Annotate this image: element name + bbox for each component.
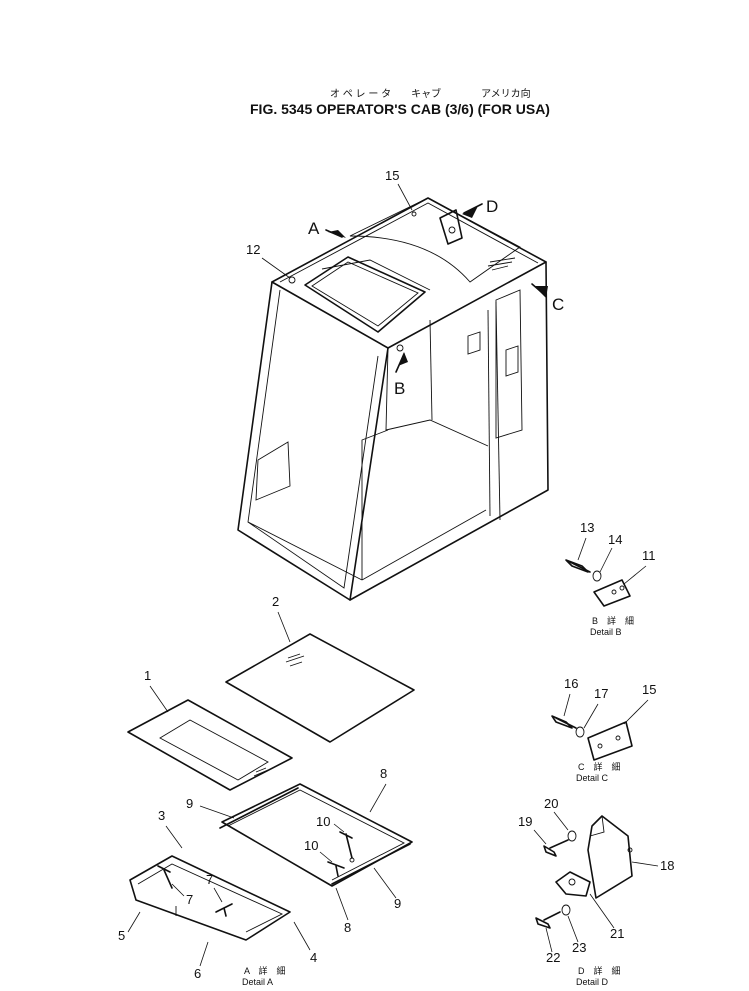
callout-13: 13 — [580, 520, 594, 535]
callout-1: 1 — [144, 668, 151, 683]
callout-20: 20 — [544, 796, 558, 811]
callout-8-lower: 8 — [344, 920, 351, 935]
callout-22: 22 — [546, 950, 560, 965]
detail-c-parts — [551, 715, 633, 761]
part-frame-seal — [127, 699, 293, 791]
detail-c-label-jp: C 詳 細 — [578, 761, 621, 772]
callout-9-lower: 9 — [394, 896, 401, 911]
callout-12: 12 — [246, 242, 260, 257]
detail-b-label: Detail B — [590, 627, 622, 637]
part-roof-sheet — [225, 633, 415, 743]
callout-21: 21 — [610, 926, 624, 941]
callout-9-upper: 9 — [186, 796, 193, 811]
detail-d-label-jp: D 詳 細 — [578, 965, 621, 976]
callout-14: 14 — [608, 532, 622, 547]
callout-15-main: 15 — [385, 168, 399, 183]
callout-10-lower: 10 — [304, 838, 318, 853]
view-marker-c: C — [552, 295, 564, 314]
callout-10-upper: 10 — [316, 814, 330, 829]
detail-a-label-jp: A 詳 細 — [244, 965, 286, 976]
detail-b-label-jp: B 詳 細 — [592, 615, 634, 626]
figure-title: FIG. 5345 OPERATOR'S CAB (3/6) (FOR USA) — [250, 101, 550, 117]
detail-c-label: Detail C — [576, 773, 609, 783]
view-marker-a: A — [308, 219, 320, 238]
detail-d-label: Detail D — [576, 977, 609, 987]
callout-19: 19 — [518, 814, 532, 829]
callout-18: 18 — [660, 858, 674, 873]
cab-frame — [237, 197, 549, 601]
view-marker-b: B — [394, 379, 405, 398]
detail-b-parts — [565, 559, 631, 607]
detail-a-strips — [129, 783, 413, 941]
callout-7-right: 7 — [206, 872, 213, 887]
callout-3: 3 — [158, 808, 165, 823]
callout-4: 4 — [310, 950, 317, 965]
callout-2: 2 — [272, 594, 279, 609]
view-marker-d: D — [486, 197, 498, 216]
callout-23: 23 — [572, 940, 586, 955]
callout-8-upper: 8 — [380, 766, 387, 781]
callout-7-left: 7 — [186, 892, 193, 907]
callout-17: 17 — [594, 686, 608, 701]
title-japanese: オ ペ レ ー タ キャブ アメリカ向 — [330, 87, 531, 100]
detail-a-label: Detail A — [242, 977, 273, 987]
view-arrows — [325, 203, 548, 373]
callout-5: 5 — [118, 928, 125, 943]
callout-15-detail: 15 — [642, 682, 656, 697]
callout-6: 6 — [194, 966, 201, 981]
detail-d-parts — [535, 815, 633, 929]
callout-16: 16 — [564, 676, 578, 691]
callout-11: 11 — [642, 548, 656, 563]
